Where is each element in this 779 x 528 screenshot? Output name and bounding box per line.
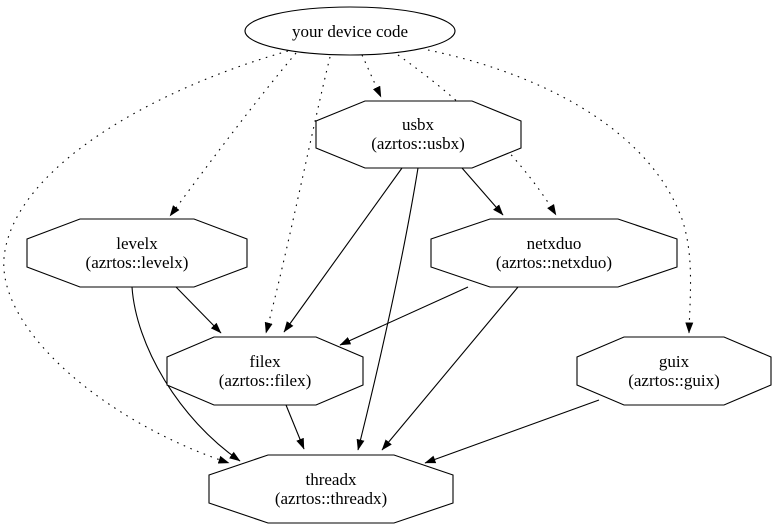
node-label-netxduo: netxduo <box>527 234 582 253</box>
node-sublabel-filex: (azrtos::filex) <box>219 371 312 390</box>
octagon-shape <box>430 218 678 288</box>
edge-netxduo-filex <box>339 286 469 346</box>
nodes-layer: your device code usbx (azrtos::usbx) lev… <box>26 6 772 524</box>
ellipse-shape <box>244 6 456 56</box>
edge-device-filex <box>264 56 331 334</box>
edges-layer <box>3 49 694 464</box>
edge-usbx-netxduo <box>461 167 504 216</box>
edge-filex-threadx <box>285 404 305 450</box>
node-filex: filex (azrtos::filex) <box>166 336 364 406</box>
edge-netxduo-threadx <box>381 286 519 451</box>
octagon-shape <box>315 100 522 169</box>
octagon-shape <box>26 218 248 288</box>
octagon-shape <box>208 454 454 524</box>
node-netxduo: netxduo (azrtos::netxduo) <box>430 218 678 288</box>
node-label-guix: guix <box>659 352 690 371</box>
edge-device-guix <box>427 49 694 334</box>
node-sublabel-guix: (azrtos::guix) <box>628 371 720 390</box>
node-threadx: threadx (azrtos::threadx) <box>208 454 454 524</box>
node-label-threadx: threadx <box>306 470 357 489</box>
node-sublabel-netxduo: (azrtos::netxduo) <box>496 253 612 272</box>
edge-usbx-filex <box>283 167 403 333</box>
node-levelx: levelx (azrtos::levelx) <box>26 218 248 288</box>
edge-device-threadx <box>3 50 289 464</box>
node-guix: guix (azrtos::guix) <box>576 336 772 406</box>
edge-guix-threadx <box>424 399 600 464</box>
node-label-usbx: usbx <box>402 115 435 134</box>
node-label-levelx: levelx <box>116 234 158 253</box>
octagon-shape <box>576 336 772 406</box>
edge-device-usbx <box>361 54 382 98</box>
node-device: your device code <box>244 6 456 56</box>
node-sublabel-levelx: (azrtos::levelx) <box>86 253 189 272</box>
node-usbx: usbx (azrtos::usbx) <box>315 100 522 169</box>
edge-levelx-threadx <box>131 286 241 462</box>
node-sublabel-usbx: (azrtos::usbx) <box>371 134 464 153</box>
edge-device-levelx <box>169 52 297 217</box>
edge-usbx-threadx <box>356 167 419 451</box>
node-label-filex: filex <box>249 352 281 371</box>
node-sublabel-threadx: (azrtos::threadx) <box>275 489 387 508</box>
octagon-shape <box>166 336 364 406</box>
edge-levelx-filex <box>175 286 222 334</box>
node-label-device: your device code <box>292 22 408 41</box>
